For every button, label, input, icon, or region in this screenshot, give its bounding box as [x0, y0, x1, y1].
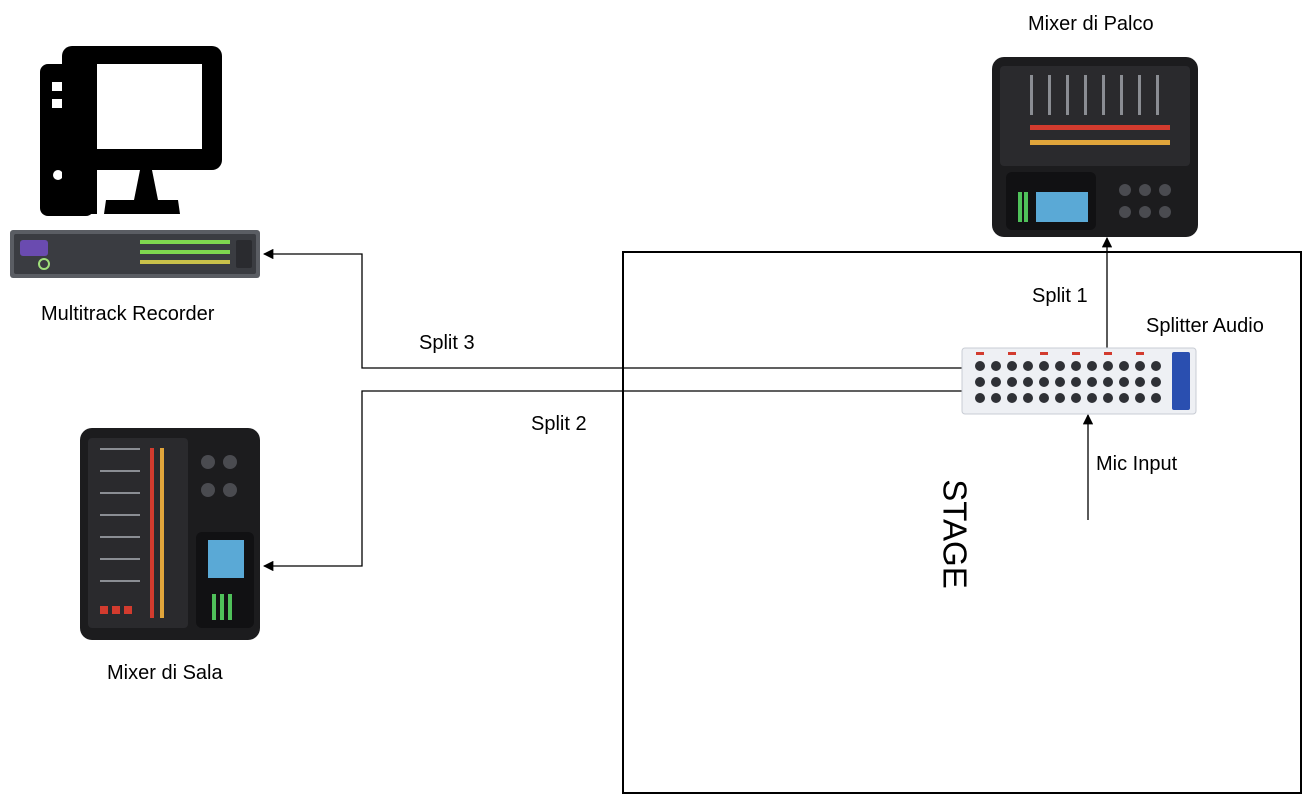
mixer-sala-label: Mixer di Sala: [107, 662, 223, 684]
splitter-audio-label: Splitter Audio: [1146, 315, 1264, 337]
mic-input-label: Mic Input: [1096, 453, 1178, 475]
split-3-line: [262, 248, 968, 369]
multitrack-recorder-device: [10, 230, 260, 278]
split-2-label: Split 2: [531, 413, 587, 435]
split-2-line: [262, 390, 968, 572]
stage-area: [622, 251, 1302, 794]
split-1-label: Split 1: [1032, 285, 1088, 307]
mixer-sala-device: [80, 428, 260, 640]
mixer-palco-device: [992, 57, 1198, 237]
desktop-computer-icon: [40, 46, 222, 216]
mixer-palco-label: Mixer di Palco: [1028, 13, 1154, 35]
splitter-audio-device: [961, 347, 1197, 415]
stage-label: STAGE: [936, 479, 974, 589]
split-3-label: Split 3: [419, 332, 475, 354]
multitrack-recorder-label: Multitrack Recorder: [41, 303, 215, 325]
